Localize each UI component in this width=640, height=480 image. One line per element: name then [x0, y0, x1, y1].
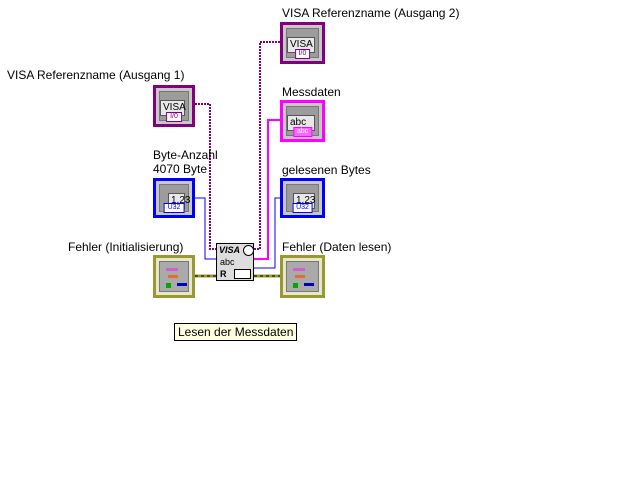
messdaten-label: Messdaten — [282, 85, 341, 99]
type-tag: abc — [292, 127, 313, 137]
node-abc-text: abc — [220, 257, 235, 267]
byte-count-control[interactable]: 1.23 U32 — [153, 178, 195, 218]
byte-count-value-label: 4070 Byte — [153, 162, 208, 176]
node-read-text: R — [220, 269, 227, 279]
visa-out2-label: VISA Referenzname (Ausgang 2) — [282, 6, 460, 20]
error-out-indicator[interactable] — [280, 255, 325, 298]
free-label: Lesen der Messdaten — [174, 323, 298, 341]
type-tag: I/0 — [166, 112, 182, 122]
visa-read-node[interactable]: VISA abc R — [216, 243, 254, 281]
visa-in1-control[interactable]: VISA I/0 — [153, 85, 195, 127]
device-icon — [234, 269, 251, 279]
type-tag: U32 — [292, 203, 313, 213]
string-wire — [254, 119, 282, 260]
visa-wire-out — [254, 41, 282, 250]
numeric-wire-in — [195, 197, 216, 260]
numeric-wire-out — [254, 197, 282, 269]
visa-in1-label: VISA Referenzname (Ausgang 1) — [7, 68, 185, 82]
clock-icon — [243, 245, 254, 256]
error-in-control[interactable] — [153, 255, 195, 298]
node-visa-text: VISA — [219, 245, 241, 255]
type-tag: I/0 — [294, 49, 311, 59]
visa-out2-indicator[interactable]: VISA I/0 — [280, 22, 325, 64]
error-in-label: Fehler (Initialisierung) — [68, 240, 184, 254]
byte-count-label: Byte-Anzahl — [153, 148, 218, 162]
visa-wire-in — [195, 103, 216, 250]
gelesenen-indicator[interactable]: 1.23 U32 — [280, 178, 325, 218]
error-out-label: Fehler (Daten lesen) — [282, 240, 392, 254]
gelesenen-label: gelesenen Bytes — [282, 163, 371, 177]
type-tag: U32 — [163, 203, 185, 213]
messdaten-indicator[interactable]: abc abc — [280, 100, 325, 142]
